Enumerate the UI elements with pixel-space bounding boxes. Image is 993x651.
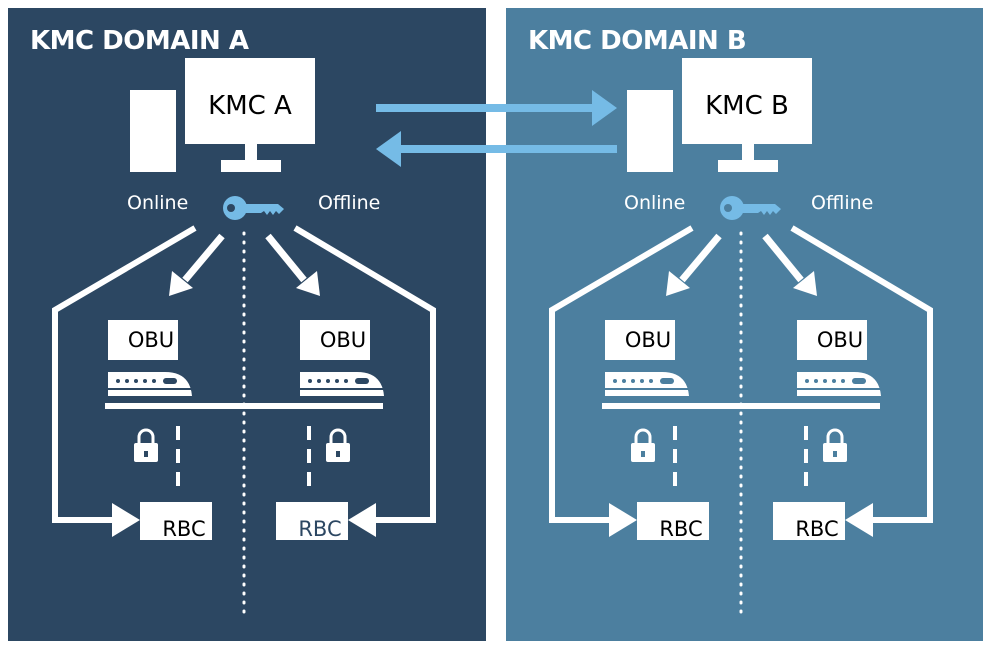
domain-b-offline-label: Offline — [811, 192, 874, 214]
key-icon — [720, 196, 781, 220]
domain-b-title: KMC DOMAIN B — [528, 26, 747, 56]
arrow-a-to-b — [376, 104, 594, 112]
domain-a-rbc-right: RBC — [298, 517, 342, 541]
domain-a-online-label: Online — [127, 192, 189, 214]
arrow-b-to-a — [399, 145, 617, 153]
domain-b-online-label: Online — [624, 192, 686, 214]
domain-a-title: KMC DOMAIN A — [30, 26, 249, 56]
domain-a: KMC DOMAIN A — [8, 8, 486, 641]
domain-a-rbc-left: RBC — [162, 517, 206, 541]
domain-a-obu-left: OBU — [127, 328, 175, 352]
domain-b-obu-left: OBU — [624, 328, 672, 352]
kmc-b-label: KMC B — [705, 91, 789, 121]
key-icon — [223, 196, 284, 220]
domain-a-obu-right: OBU — [319, 328, 367, 352]
domain-b-rbc-right: RBC — [795, 517, 839, 541]
domain-a-graphics — [55, 58, 433, 612]
arrow-b-to-a-head — [376, 131, 401, 167]
kmc-a-label: KMC A — [208, 91, 292, 121]
domain-b: KMC DOMAIN B — [506, 8, 983, 641]
train-window-dots-b — [605, 378, 881, 457]
train-window-dots-a — [108, 378, 384, 457]
arrow-a-to-b-head — [592, 90, 617, 126]
domain-b-rbc-left: RBC — [659, 517, 703, 541]
domain-b-obu-right: OBU — [816, 328, 864, 352]
kmc-link-arrows — [376, 90, 617, 167]
domain-b-graphics — [552, 58, 930, 612]
domain-a-offline-label: Offline — [318, 192, 381, 214]
